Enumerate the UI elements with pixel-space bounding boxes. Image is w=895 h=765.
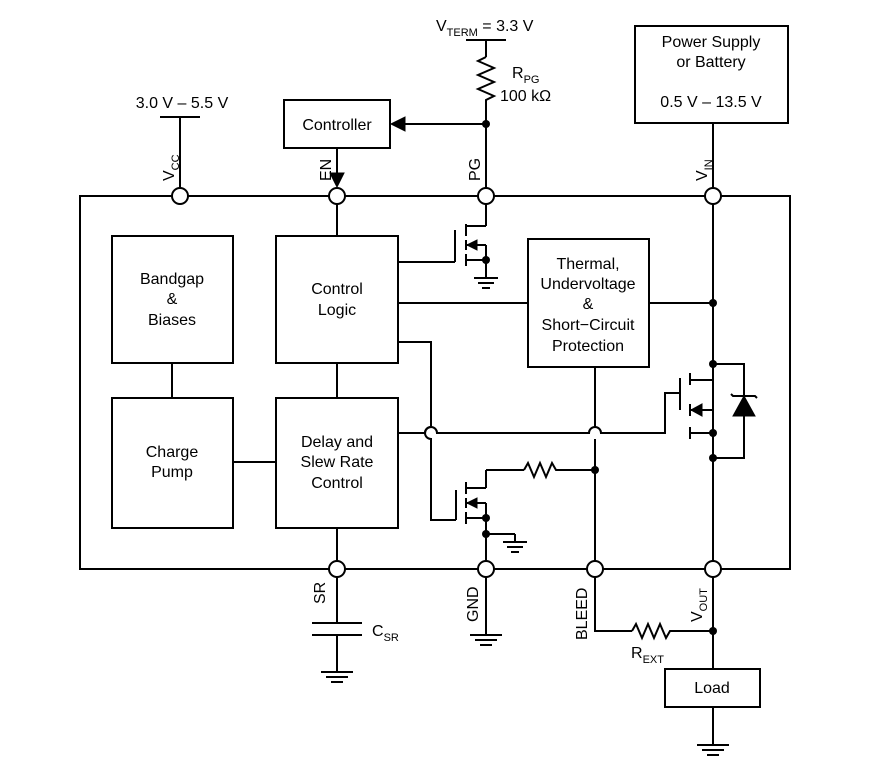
control-logic-line1: Control [311,281,363,298]
pin-bleed [586,560,604,578]
pin-gnd [477,560,495,578]
thermal-line3: & [583,296,594,313]
output-network: REXT Load [594,577,761,756]
pin-sr-label: SR [312,582,329,604]
bandgap-line1: Bandgap [140,271,204,288]
bandgap-block: Bandgap & Biases [111,235,234,364]
pin-vcc-label: VCC [161,154,182,181]
charge-pump-block: Charge Pump [111,397,234,529]
power-supply-block: Power Supply or Battery 0.5 V – 13.5 V [634,25,789,188]
load-label: Load [694,680,730,697]
charge-pump-line1: Charge [146,444,199,461]
rext-resistor [631,621,713,641]
pin-en-label: EN [318,159,335,181]
arrow-to-en [329,172,345,189]
internal-bleed-resistor [523,460,595,480]
rpg-label: RPG [512,65,539,86]
thermal-line2: Undervoltage [540,276,635,293]
controller-block: Controller [283,99,486,189]
internal-wiring [171,204,717,561]
pin-vin [704,187,722,205]
gnd-ground [470,577,502,646]
csr-label: CSR [372,623,399,644]
power-supply-range: 0.5 V – 13.5 V [660,94,762,111]
delay-slew-block: Delay and Slew Rate Control [275,397,399,529]
pin-gnd-label: GND [465,586,482,622]
ic-boundary [79,195,791,570]
vterm-supply: VTERM = 3.3 V RPG 100 kΩ [436,18,551,188]
lower-nmos-fet [455,460,599,561]
vcc-range-label: 3.0 V – 5.5 V [136,95,229,112]
charge-pump-line2: Pump [151,464,193,481]
bandgap-line3: Biases [148,312,196,329]
thermal-line4: Short−Circuit [542,317,635,334]
thermal-line5: Protection [552,338,624,355]
rext-label: REXT [631,645,664,666]
load-block [664,668,761,708]
rpg-resistor [475,56,497,188]
rpg-value-label: 100 kΩ [500,88,551,105]
pin-pg [477,187,495,205]
vcc-supply: 3.0 V – 5.5 V [136,95,229,188]
csr-capacitor: CSR [312,577,399,683]
delay-line2: Slew Rate [301,454,374,471]
thermal-protection-block: Thermal, Undervoltage & Short−Circuit Pr… [527,238,650,368]
pin-vin-label: VIN [694,159,715,181]
top-pins: VCC EN PG VIN [161,154,715,181]
bandgap-line2: & [167,291,178,308]
pin-vout [704,560,722,578]
pin-en [328,187,346,205]
thermal-line1: Thermal, [556,256,619,273]
vterm-label: VTERM = 3.3 V [436,18,534,39]
arrow-to-controller [389,116,406,132]
pin-sr [328,560,346,578]
power-supply-line1: Power Supply [662,34,761,51]
pg-nmos-fet [454,204,498,289]
delay-line3: Control [311,475,363,492]
control-logic-block: Control Logic [275,235,399,364]
pass-fet [665,363,758,459]
power-supply-line2: or Battery [676,54,745,71]
controller-label: Controller [302,117,372,134]
delay-line1: Delay and [301,434,373,451]
pin-pg-label: PG [467,158,484,181]
bottom-pins: SR GND BLEED VOUT [312,582,710,640]
pin-vcc [171,187,189,205]
control-logic-line2: Logic [318,302,356,319]
pin-bleed-label: BLEED [574,588,591,640]
pin-vout-label: VOUT [689,588,710,622]
